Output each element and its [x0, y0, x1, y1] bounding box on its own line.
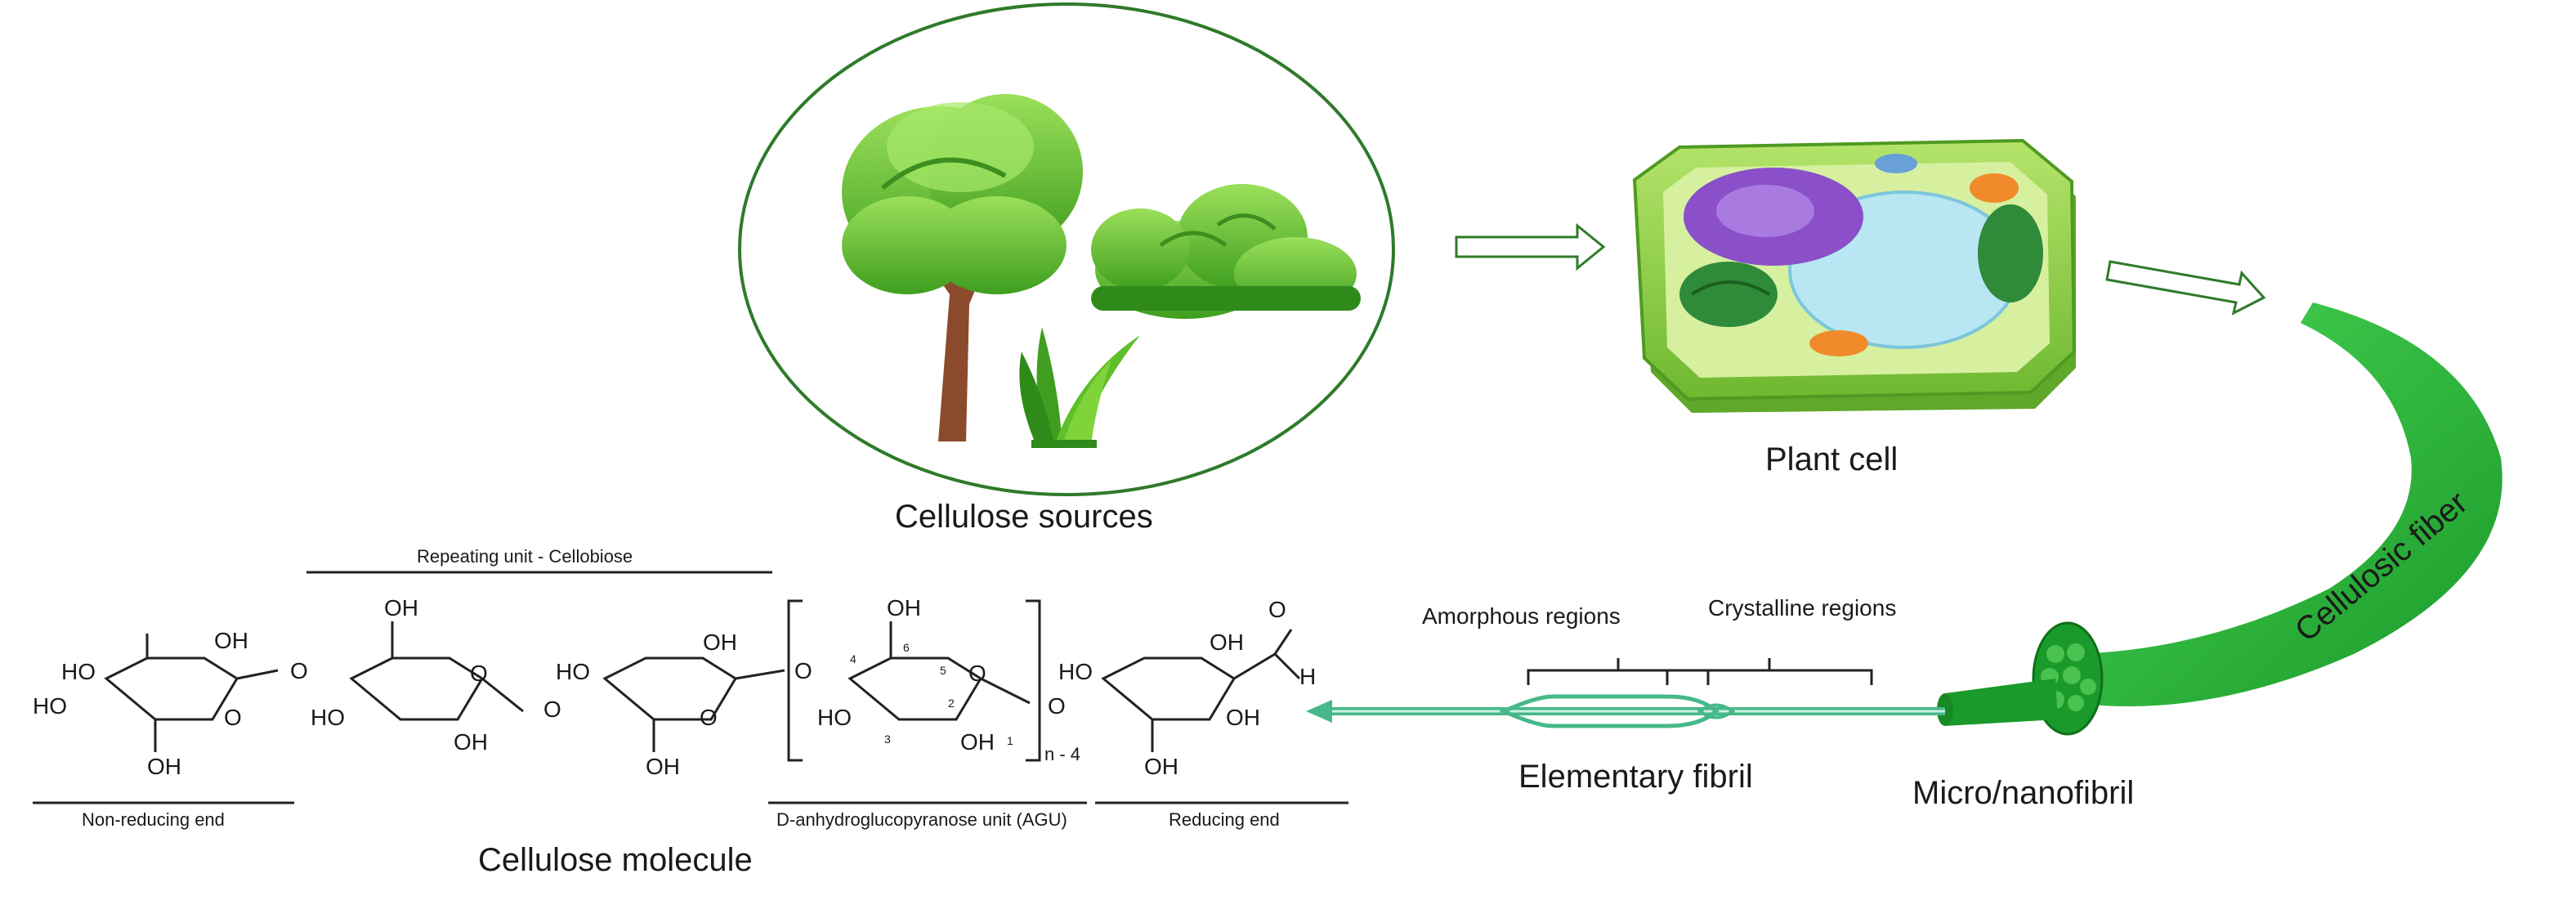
- repeating-unit-label: Repeating unit - Cellobiose: [417, 546, 633, 567]
- chem-oh: OH: [1226, 705, 1260, 730]
- chem-pos-4: 4: [850, 652, 856, 665]
- agu-label: D-anhydroglucopyranose unit (AGU): [776, 809, 1067, 830]
- chem-o: O: [1268, 597, 1286, 622]
- chem-oh: OH: [646, 754, 680, 779]
- chem-ho: HO: [1058, 659, 1093, 684]
- chem-ho: HO: [817, 705, 852, 730]
- plant-cell-icon: [1632, 138, 2077, 413]
- chem-pos-5: 5: [940, 664, 946, 677]
- amorphous-regions-label: Amorphous regions: [1422, 603, 1621, 629]
- chem-oh: OH: [454, 729, 488, 755]
- chem-ho: HO: [61, 659, 96, 684]
- grass-icon: [1019, 327, 1140, 448]
- crystalline-regions-label: Crystalline regions: [1708, 595, 1897, 621]
- chem-pos-3: 3: [884, 733, 891, 746]
- region-brackets: [1527, 658, 1873, 685]
- chem-oh: OH: [960, 729, 995, 755]
- chem-pos-1: 1: [1007, 734, 1013, 747]
- chem-o: O: [290, 658, 308, 683]
- chem-o: O: [968, 661, 986, 686]
- plant-cell-label: Plant cell: [1765, 441, 1898, 477]
- cellulosic-fiber-icon: [1937, 302, 2502, 736]
- chem-oh: OH: [887, 595, 921, 621]
- chem-o: O: [700, 705, 718, 730]
- chem-oh: OH: [214, 628, 248, 653]
- chem-oh: OH: [703, 629, 737, 655]
- chem-h: H: [1299, 664, 1317, 689]
- chem-o: O: [543, 697, 561, 722]
- cellulose-sources-label: Cellulose sources: [895, 499, 1153, 535]
- chem-ho: HO: [33, 693, 67, 719]
- elementary-fibril-label: Elementary fibril: [1518, 759, 1753, 795]
- chem-pos-6: 6: [903, 641, 910, 654]
- chem-o: O: [470, 661, 488, 686]
- micro-nanofibril-label: Micro/nanofibril: [1912, 775, 2135, 811]
- chem-o: O: [794, 658, 812, 683]
- reducing-end-label: Reducing end: [1169, 809, 1280, 830]
- cellulose-sources-group: [738, 2, 1395, 496]
- chem-oh: OH: [384, 595, 418, 621]
- cellulose-molecule-structure: [33, 571, 1348, 804]
- sources-ellipse: [738, 2, 1395, 496]
- bush-icon: [1091, 184, 1361, 319]
- chem-o: O: [1048, 693, 1066, 719]
- non-reducing-end-label: Non-reducing end: [82, 809, 225, 830]
- chem-oh: OH: [147, 754, 181, 779]
- elementary-fibril-icon: [1306, 694, 1945, 728]
- chem-pos-2: 2: [948, 697, 955, 710]
- chem-o: O: [224, 705, 242, 730]
- chem-n-minus-4: n - 4: [1044, 744, 1081, 764]
- arrow-right-icon: [1455, 222, 1606, 271]
- arrow-right-icon: [2105, 260, 2266, 316]
- chem-oh: OH: [1144, 754, 1178, 779]
- chem-ho: HO: [556, 659, 590, 684]
- cellulose-molecule-label: Cellulose molecule: [478, 842, 753, 878]
- chem-oh: OH: [1210, 629, 1244, 655]
- tree-icon: [842, 94, 1083, 441]
- chem-ho: HO: [311, 705, 345, 730]
